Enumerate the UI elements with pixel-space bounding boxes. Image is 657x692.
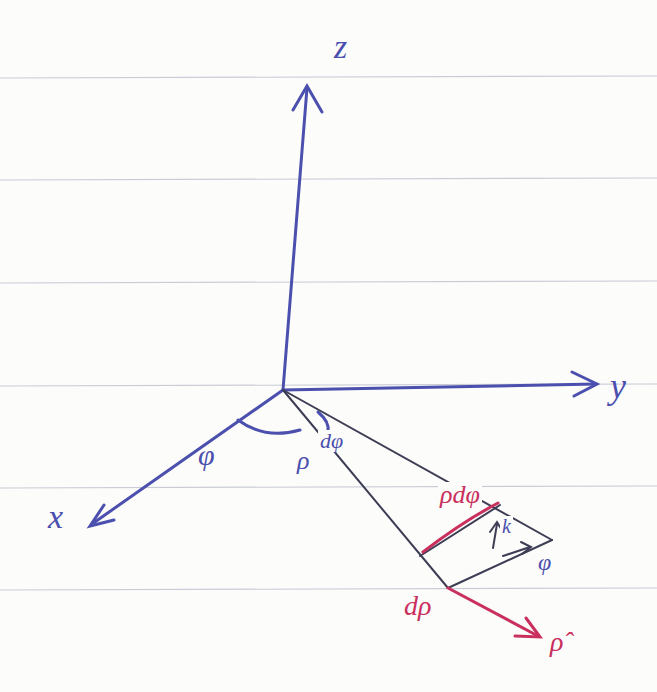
axis-label: y	[608, 368, 628, 404]
axes	[90, 86, 597, 526]
unit-vector-label: φ	[536, 550, 553, 574]
arc-length-label: ρdφ	[438, 482, 482, 508]
volume-element	[283, 390, 552, 588]
angle-differential-label: dφ	[318, 430, 345, 452]
radius-label: ρ	[295, 448, 311, 474]
angle-label: φ	[196, 440, 217, 470]
ruled-paper-lines	[0, 76, 657, 590]
axis-label: z	[332, 30, 349, 64]
differential-marks	[423, 503, 540, 637]
axis-label: x	[46, 500, 65, 534]
radial-differential-label: dρ	[402, 592, 433, 620]
unit-vector-label: ρ̂	[548, 628, 565, 656]
unit-vector-label: k	[500, 516, 513, 536]
